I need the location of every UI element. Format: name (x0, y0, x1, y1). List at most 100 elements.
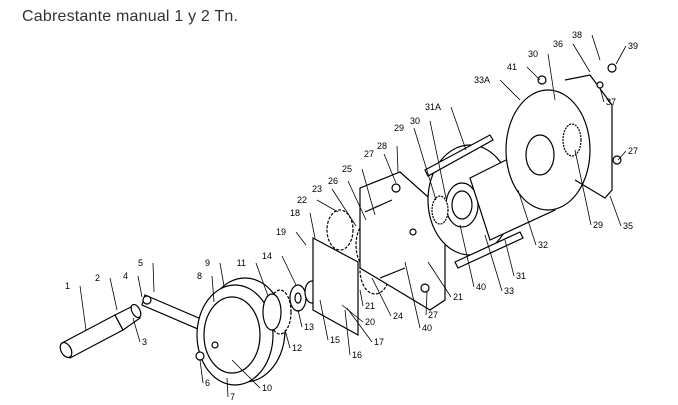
leader-line (383, 153, 397, 184)
leader-line (331, 188, 357, 227)
part-label-2: 2 (95, 273, 100, 283)
leader-line (450, 106, 467, 151)
shaft-31A (424, 134, 494, 177)
leader-line (547, 53, 556, 101)
leader-line (231, 359, 261, 389)
leader-line (297, 309, 303, 328)
leader-line (617, 150, 627, 161)
part-label-35: 35 (623, 221, 633, 231)
part-label-7: 7 (230, 392, 235, 402)
part-label-28: 28 (377, 141, 387, 151)
part-label-18: 18 (290, 208, 300, 218)
rear-plate (564, 74, 613, 199)
leader-line (413, 127, 437, 201)
leader-line (109, 277, 118, 311)
leader-line (341, 304, 364, 323)
leader-line (361, 168, 376, 216)
part-label-33A: 33A (474, 75, 490, 85)
leader-line (344, 309, 351, 356)
part-label-24: 24 (393, 311, 403, 321)
part-label-37: 37 (606, 97, 616, 107)
leader-line (371, 277, 392, 317)
leader-line (615, 45, 627, 65)
leader-line (137, 275, 143, 298)
leader-line (359, 289, 364, 307)
leader-line (316, 199, 339, 213)
leader-line (219, 262, 225, 287)
leader-line (255, 262, 269, 297)
part-label-20: 20 (365, 317, 375, 327)
leader-line (152, 262, 155, 293)
leader-line (574, 149, 592, 226)
part-label-27: 27 (428, 310, 438, 320)
leader-line (347, 180, 367, 221)
part-label-38: 38 (572, 30, 582, 40)
leader-line (484, 234, 503, 292)
part-label-30: 30 (410, 116, 420, 126)
leader-line (591, 34, 601, 61)
part-label-17: 17 (374, 337, 384, 347)
leader-line (396, 145, 399, 173)
part-label-12: 12 (292, 343, 302, 353)
part-label-25: 25 (342, 164, 352, 174)
leader-line (211, 275, 215, 303)
main-plate (359, 171, 446, 311)
part-label-8: 8 (197, 271, 202, 281)
leader-line (572, 43, 591, 73)
leader-line (517, 189, 537, 246)
part-label-33: 33 (504, 286, 514, 296)
ratchet-gear (262, 289, 292, 335)
part-label-3: 3 (142, 337, 147, 347)
shaft-31 (454, 231, 524, 269)
part-label-31A: 31A (425, 102, 441, 112)
leader-line (295, 231, 307, 246)
part-label-6: 6 (205, 378, 210, 388)
part-label-4: 4 (123, 271, 128, 281)
leader-line (132, 317, 141, 343)
part-label-22: 22 (297, 195, 307, 205)
part-label-16: 16 (352, 350, 362, 360)
part-label-29: 29 (394, 123, 404, 133)
leader-line (404, 261, 421, 329)
part-label-23: 23 (312, 184, 322, 194)
part-label-40: 40 (422, 323, 432, 333)
leader-line (425, 291, 428, 316)
part-label-27: 27 (364, 149, 374, 159)
part-label-32: 32 (538, 240, 548, 250)
part-label-19: 19 (276, 227, 286, 237)
leader-line (281, 255, 297, 286)
part-label-10: 10 (262, 383, 272, 393)
leader-line (504, 239, 515, 277)
part-label-27: 27 (628, 146, 638, 156)
part-label-36: 36 (553, 39, 563, 49)
leader-line (427, 261, 452, 298)
diagram-title: Cabrestante manual 1 y 2 Tn. (22, 8, 239, 25)
part-label-1: 1 (65, 281, 70, 291)
part-label-39: 39 (628, 41, 638, 51)
leader-line (459, 224, 475, 288)
leader-line (319, 299, 329, 341)
leader-line (609, 195, 622, 227)
part-label-26: 26 (328, 176, 338, 186)
leader-line (79, 285, 87, 331)
part-label-30: 30 (528, 49, 538, 59)
leader-line (599, 87, 605, 103)
part-label-13: 13 (304, 322, 314, 332)
leader-line (429, 120, 447, 199)
leader-line (284, 329, 291, 349)
part-label-9: 9 (205, 258, 210, 268)
leader-line (199, 359, 204, 384)
part-label-29: 29 (593, 220, 603, 230)
front-plate (312, 237, 359, 337)
part-label-31: 31 (516, 271, 526, 281)
part-label-40: 40 (476, 282, 486, 292)
part-label-41: 41 (507, 62, 517, 72)
part-label-21: 21 (453, 292, 463, 302)
part-label-15: 15 (330, 335, 340, 345)
leader-line (346, 307, 373, 343)
leader-line (499, 79, 521, 101)
part-label-14: 14 (262, 251, 272, 261)
part-label-21: 21 (365, 301, 375, 311)
handle-grip (59, 303, 142, 359)
